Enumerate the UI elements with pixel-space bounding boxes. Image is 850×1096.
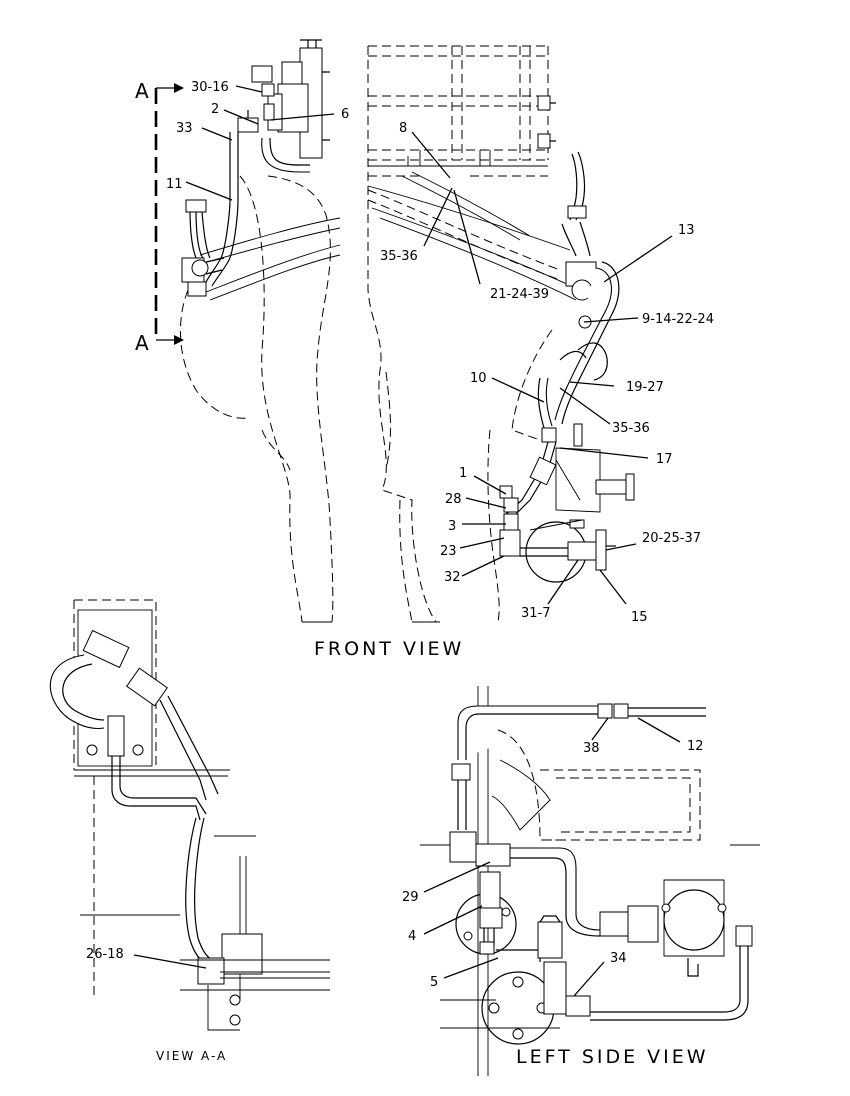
callout-11: 11 (166, 177, 183, 192)
left-side-view: 38 12 29 4 5 34 LEFT SIDE VIEW (402, 686, 760, 1076)
lower-valve-cluster (499, 485, 616, 583)
top-valve-assembly (237, 39, 330, 173)
left-side-view-title: LEFT SIDE VIEW (516, 1046, 709, 1068)
upper-structure (368, 45, 556, 177)
callout-9-14-22-24: 9-14-22-24 (642, 312, 714, 327)
callout-17: 17 (656, 452, 673, 467)
front-callouts: 30-16 2 6 33 11 8 35-36 21-24-39 13 9-14… (166, 80, 714, 625)
front-view: A A (135, 39, 714, 660)
callout-1: 1 (459, 466, 467, 481)
callout-12: 12 (687, 739, 704, 754)
callout-33: 33 (176, 121, 193, 136)
callout-10: 10 (470, 371, 487, 386)
callout-34: 34 (610, 951, 627, 966)
callout-30-16: 30-16 (191, 80, 229, 95)
callout-26-18: 26-18 (86, 947, 124, 962)
callout-28: 28 (445, 492, 462, 507)
right-pipework (503, 151, 635, 521)
callout-13: 13 (678, 223, 695, 238)
section-letter-bottom: A (135, 331, 149, 355)
front-leaders (185, 85, 673, 605)
left-frame-outline (180, 175, 334, 623)
callout-2: 2 (211, 102, 219, 117)
callout-5: 5 (430, 975, 438, 990)
callout-29: 29 (402, 890, 419, 905)
callout-35-36-lower: 35-36 (612, 421, 650, 436)
section-view: 26-18 VIEW A-A (49, 599, 330, 1063)
callout-8: 8 (399, 121, 407, 136)
callout-35-36-upper: 35-36 (380, 249, 418, 264)
front-view-title: FRONT VIEW (314, 638, 464, 660)
callout-15: 15 (631, 610, 648, 625)
callout-19-27: 19-27 (626, 380, 664, 395)
callout-3: 3 (448, 519, 456, 534)
callout-20-25-37: 20-25-37 (642, 531, 701, 546)
right-frame-outline (367, 46, 553, 623)
callout-38: 38 (583, 741, 600, 756)
callout-4: 4 (408, 929, 416, 944)
callout-31-7: 31-7 (521, 606, 551, 621)
callout-6: 6 (341, 107, 349, 122)
callout-32: 32 (444, 570, 461, 585)
section-marker-a-a: A A (135, 79, 184, 355)
callout-23: 23 (440, 544, 457, 559)
section-letter-top: A (135, 79, 149, 103)
callout-21-24-39: 21-24-39 (490, 287, 549, 302)
section-view-title: VIEW A-A (156, 1049, 227, 1063)
left-hoses (181, 132, 239, 297)
cross-member (195, 171, 581, 301)
